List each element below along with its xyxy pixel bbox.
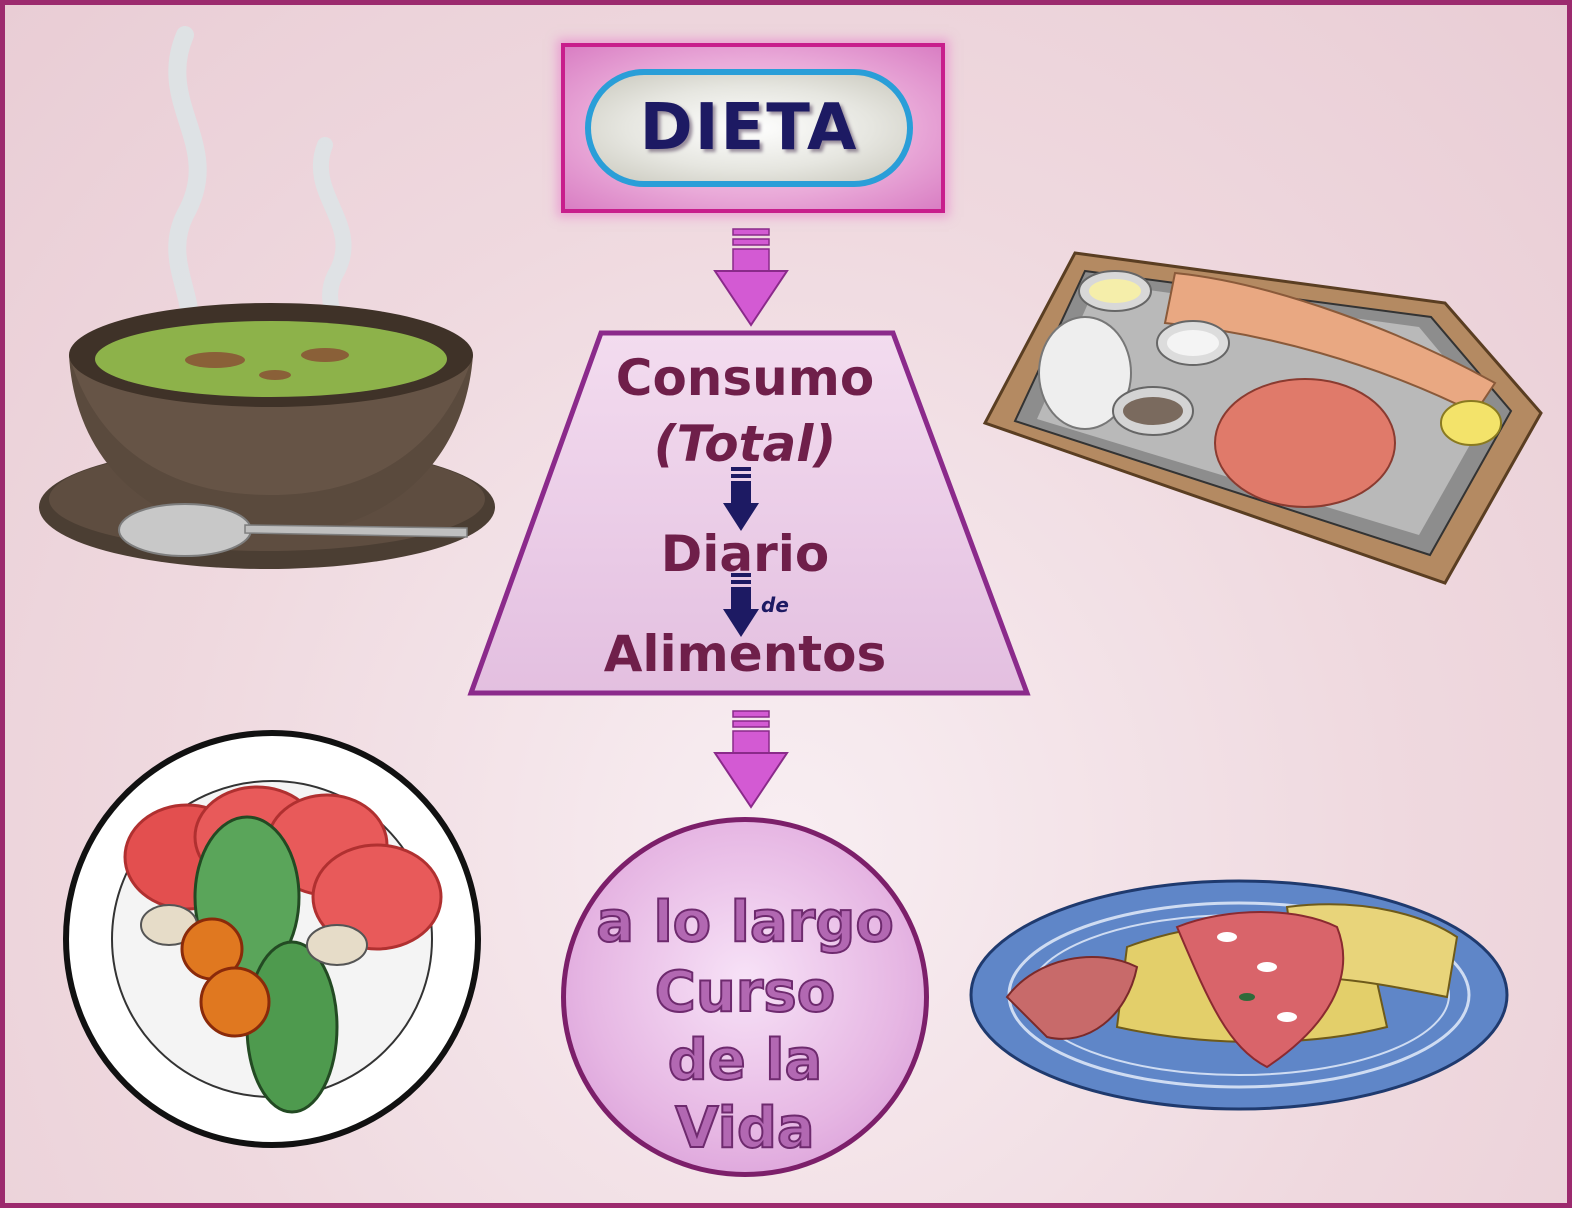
circle-line-4: Vida	[674, 1095, 815, 1162]
diagram-title: DIETA	[639, 91, 859, 165]
title-box: DIETA	[561, 43, 945, 213]
title-pill: DIETA	[585, 69, 913, 187]
circle-line-1: a lo largo	[595, 889, 895, 956]
down-arrow-2	[713, 710, 789, 809]
alimentos-label: Alimentos	[603, 625, 887, 683]
enchiladas-plate-illustration	[969, 879, 1509, 1111]
circle-line-2: Curso	[654, 959, 836, 1026]
salad-plate-illustration	[63, 730, 481, 1148]
soup-bowl-illustration	[39, 26, 495, 569]
small-down-arrow-1	[723, 467, 759, 531]
small-down-arrow-2	[723, 573, 759, 637]
circle-line-3: de la	[667, 1027, 824, 1094]
tray-meal-illustration	[982, 251, 1543, 585]
life-course-circle: a lo largo Curso de la Vida	[561, 817, 929, 1177]
consumo-label: Consumo	[615, 349, 875, 407]
de-connector: de	[761, 593, 789, 617]
total-label: (Total)	[653, 415, 837, 473]
down-arrow-1	[713, 228, 789, 327]
